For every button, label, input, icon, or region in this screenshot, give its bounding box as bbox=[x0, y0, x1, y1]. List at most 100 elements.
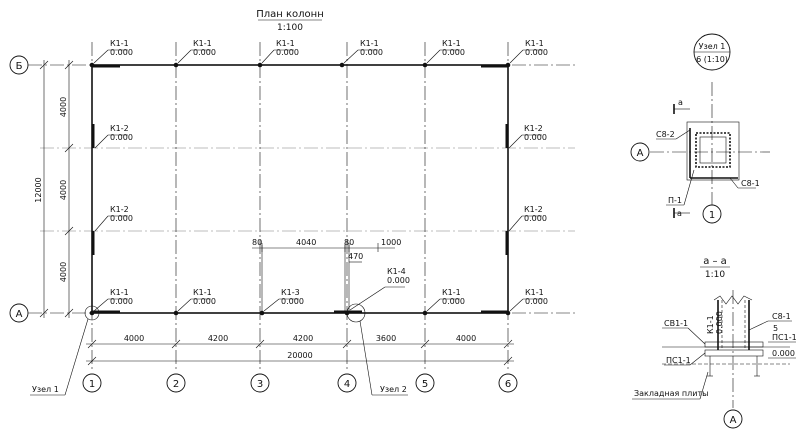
column-point bbox=[257, 62, 263, 68]
leader-line bbox=[426, 298, 441, 312]
axis-label: 3 bbox=[257, 379, 263, 390]
axis-label: 5 bbox=[422, 379, 428, 390]
label-sv1: СВ1-1 bbox=[664, 319, 688, 328]
opening-dimensions: 80 4040 80 1000 470 bbox=[252, 238, 401, 263]
leader-line bbox=[509, 298, 524, 312]
leader-line bbox=[359, 320, 373, 396]
axis-label: А bbox=[637, 148, 644, 159]
node-callouts: Узел 1 Узел 2 bbox=[30, 303, 408, 396]
label-s81: С8-1 bbox=[772, 312, 791, 321]
dim-text: 4200 bbox=[293, 334, 313, 343]
leader-line bbox=[683, 169, 695, 206]
axis-bubble-a bbox=[9, 303, 29, 323]
dim-tick bbox=[87, 339, 97, 349]
section-title: а – а bbox=[703, 256, 727, 267]
leader-line bbox=[729, 177, 739, 189]
bottom-column-labels: К1-1 0.000 К1-1 0.000 К1-3 0.000 К1-4 0.… bbox=[93, 267, 548, 312]
dim-tick bbox=[64, 226, 74, 236]
column-level: 0.000 bbox=[524, 214, 547, 223]
plan-scale: 1:100 bbox=[277, 23, 303, 33]
leader-line bbox=[177, 298, 192, 312]
bottom-dimensions: 4000 4200 4200 3600 4000 20000 bbox=[86, 334, 514, 366]
dim-text: 470 bbox=[348, 252, 363, 261]
column-point bbox=[339, 62, 345, 68]
column-level: 0.000 bbox=[110, 48, 133, 57]
node-detail-sheet: 6 (1:10) bbox=[696, 55, 728, 64]
column-level: 0.000 bbox=[281, 297, 304, 306]
label-ps13: ПС1-1 bbox=[772, 333, 797, 342]
leader-line bbox=[426, 49, 441, 64]
dim-text: 3600 bbox=[376, 334, 396, 343]
leader-line bbox=[689, 352, 706, 366]
section-detail: а – а 1:10 СВ1-1 ПС1-1 К1-1 0.000 С8-1 bbox=[632, 256, 797, 429]
label-five: 5 bbox=[773, 324, 778, 333]
side-column-labels: К1-2 0.000 К1-2 0.000 К1-2 0.000 К1-2 0.… bbox=[94, 124, 547, 232]
column-mark: К1-1 bbox=[110, 39, 129, 48]
column-point bbox=[89, 310, 95, 316]
label-level: 0.000 bbox=[772, 349, 795, 358]
axis-label: 2 bbox=[173, 379, 179, 390]
dim-tick bbox=[171, 339, 181, 349]
column-mark: К1-1 bbox=[276, 39, 295, 48]
leader-line bbox=[508, 215, 523, 232]
column-mark: К1-1 bbox=[110, 288, 129, 297]
dim-tick bbox=[420, 339, 430, 349]
axis-label: А bbox=[16, 309, 23, 320]
column-point bbox=[259, 310, 265, 316]
dim-tick bbox=[39, 308, 49, 318]
leader-line bbox=[64, 318, 89, 396]
column-level: 0.000 bbox=[442, 48, 465, 57]
embedded-plate bbox=[704, 349, 764, 357]
label-plate: Закладная плиты bbox=[634, 389, 708, 398]
column-mark: К1-4 bbox=[387, 267, 406, 276]
axis-label: А bbox=[730, 415, 737, 426]
label-p1: П-1 bbox=[668, 196, 682, 205]
column-level: 0.000 bbox=[193, 48, 216, 57]
axis-label: Б bbox=[16, 61, 23, 72]
column-point bbox=[173, 62, 179, 68]
column-bars bbox=[91, 64, 509, 314]
label-k11-level: 0.000 bbox=[715, 311, 724, 334]
column-level: 0.000 bbox=[525, 48, 548, 57]
column-point bbox=[89, 62, 95, 68]
column-mark: К1-2 bbox=[110, 205, 129, 214]
column-mark: К1-1 bbox=[442, 39, 461, 48]
dim-text: 4000 bbox=[59, 180, 68, 200]
column-mark: К1-1 bbox=[525, 288, 544, 297]
axis-bubble-b bbox=[9, 55, 29, 75]
section-mark-label: а bbox=[677, 209, 682, 218]
dim-tick bbox=[39, 60, 49, 70]
building-outline bbox=[91, 64, 509, 314]
column-level: 0.000 bbox=[276, 48, 299, 57]
column-mark: К1-1 bbox=[360, 39, 379, 48]
dim-text: 4000 bbox=[456, 334, 476, 343]
section-axis-bubble-a bbox=[723, 409, 743, 429]
axis-label: 4 bbox=[344, 379, 350, 390]
axis-bubble-4 bbox=[337, 373, 357, 393]
label-s81: С8-1 bbox=[741, 179, 760, 188]
leader-line bbox=[699, 371, 709, 400]
leader-line bbox=[177, 49, 192, 64]
column-level: 0.000 bbox=[110, 133, 133, 142]
axis-label: 1 bbox=[709, 210, 715, 221]
leader-line bbox=[508, 134, 523, 149]
node-detail-title: Узел 1 bbox=[699, 42, 726, 51]
dim-text: 4000 bbox=[59, 262, 68, 282]
column-mark: К1-1 bbox=[193, 39, 212, 48]
dim-text: 80 bbox=[344, 238, 354, 247]
leader-line bbox=[509, 49, 524, 64]
column-level: 0.000 bbox=[525, 297, 548, 306]
axis-bubble-2 bbox=[166, 373, 186, 393]
axis-bubbles: Б А 1 2 3 4 5 6 bbox=[9, 55, 518, 393]
leader-line bbox=[349, 286, 386, 311]
column-dots bbox=[89, 62, 511, 316]
dim-text: 1000 bbox=[381, 238, 401, 247]
dim-tick bbox=[342, 339, 352, 349]
node-2-circle bbox=[346, 303, 366, 323]
column-point bbox=[173, 310, 179, 316]
dim-text-total: 12000 bbox=[34, 177, 43, 202]
leader-line bbox=[94, 134, 109, 149]
column-level: 0.000 bbox=[110, 214, 133, 223]
top-column-labels: К1-1 0.000 К1-1 0.000 К1-1 0.000 К1-1 0.… bbox=[93, 39, 548, 64]
